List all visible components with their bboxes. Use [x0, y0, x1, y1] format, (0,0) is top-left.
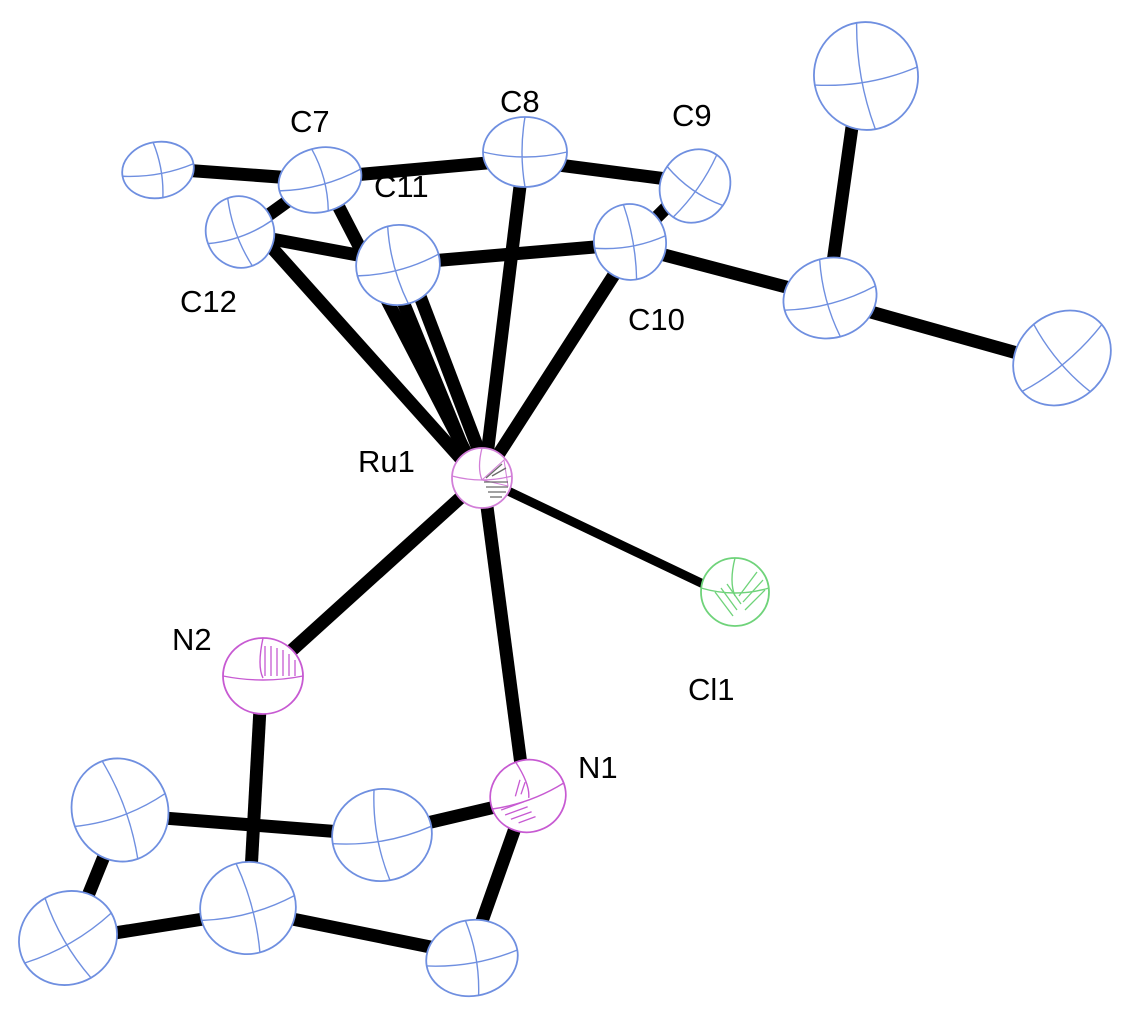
atom-c-ring-middle — [331, 787, 433, 883]
atom-c7 — [277, 146, 363, 214]
atom-c-methyl-right — [1012, 309, 1112, 407]
label-c10: C10 — [628, 302, 685, 337]
label-c12: C12 — [180, 284, 237, 319]
atom-cl1 — [700, 557, 770, 627]
bond-ru1-c8 — [477, 169, 529, 481]
atom-c-ring-lower-left — [18, 890, 118, 986]
atom-c-isopropyl — [782, 256, 878, 340]
atom-c12 — [204, 195, 276, 269]
atoms — [18, 21, 1112, 998]
label-ru1: Ru1 — [358, 444, 415, 479]
bond-ru1-c10 — [476, 246, 636, 484]
atom-c-ring-lower-right — [425, 918, 519, 998]
bond-ru1-c12 — [260, 235, 485, 485]
label-c9: C9 — [672, 98, 712, 133]
label-c11: C11 — [374, 169, 429, 204]
atom-ru1 — [451, 447, 513, 509]
bond-ru1-cl1 — [483, 475, 722, 597]
label-c8: C8 — [500, 84, 540, 119]
atom-c-ring-upper-left — [70, 757, 170, 863]
atom-n2 — [222, 637, 304, 715]
atom-c10 — [593, 203, 667, 281]
atom-c-ring-lower-middle — [199, 860, 297, 956]
bond-ru1-n2 — [265, 475, 485, 675]
label-cl1: Cl1 — [688, 672, 735, 707]
atom-c11 — [355, 223, 441, 307]
atom-labels: C7 C8 C9 C11 C12 C10 Ru1 N2 Cl1 N1 — [172, 84, 735, 785]
bond-ru1-c11-b — [403, 267, 497, 483]
atom-c-methyl — [121, 140, 195, 200]
bond-ru1-n1 — [477, 483, 532, 796]
label-n2: N2 — [172, 622, 212, 657]
atom-c-methyl-top — [813, 21, 919, 131]
label-n1: N1 — [578, 750, 618, 785]
atom-c8 — [482, 116, 568, 188]
atom-c9 — [658, 148, 732, 224]
atom-n1 — [489, 758, 567, 834]
label-c7: C7 — [290, 104, 330, 139]
